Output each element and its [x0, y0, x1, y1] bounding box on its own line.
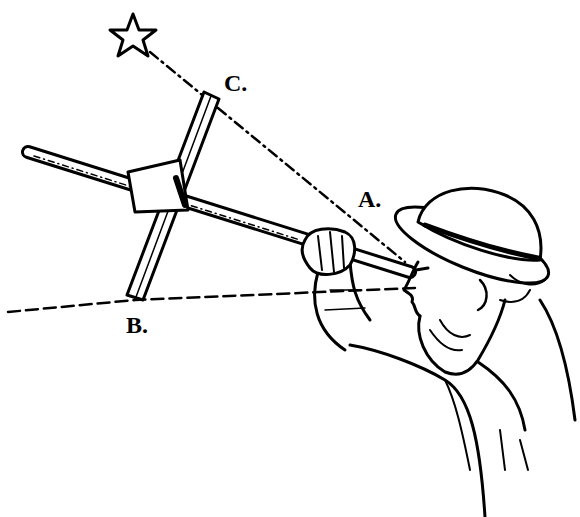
sleeve [128, 160, 188, 212]
hand [302, 229, 354, 275]
point-label: B. [124, 312, 150, 338]
point-label: A. [356, 186, 383, 212]
hat-crown [418, 188, 541, 260]
star [110, 14, 156, 56]
coat [350, 345, 485, 517]
transom [127, 92, 219, 300]
point-label: C. [222, 70, 249, 96]
